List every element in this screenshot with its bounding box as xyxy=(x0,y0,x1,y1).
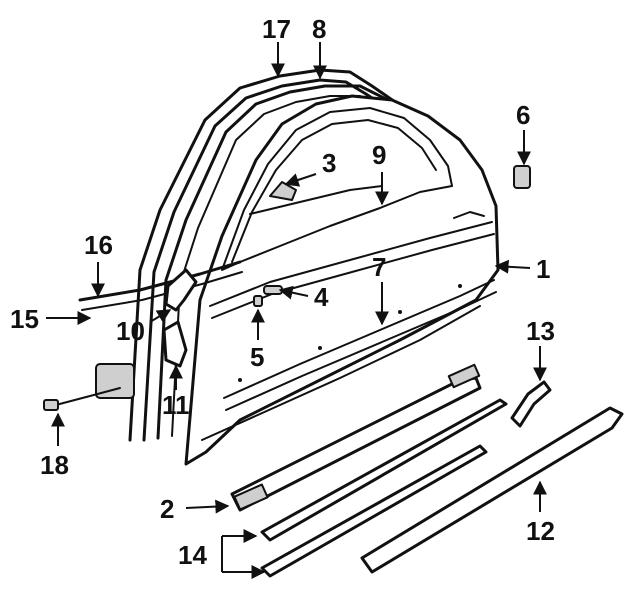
outside-handle xyxy=(263,285,283,295)
callout-11: 11 xyxy=(162,390,190,420)
door-frame-weatherstrip xyxy=(128,68,400,442)
callout-1: 1 xyxy=(536,254,550,284)
callout-15: 15 xyxy=(10,304,39,334)
callout-3: 3 xyxy=(322,148,336,178)
callout-10: 10 xyxy=(116,316,145,346)
callout-8: 8 xyxy=(312,14,326,44)
body-side-molding xyxy=(223,279,497,411)
run-channel xyxy=(78,260,242,302)
callout-13: 13 xyxy=(526,316,555,346)
window-channel xyxy=(249,185,383,215)
bracket xyxy=(513,165,531,189)
callout-18: 18 xyxy=(40,450,69,480)
fender-molding xyxy=(510,380,552,428)
front-seal-upper xyxy=(164,268,198,312)
callout-7: 7 xyxy=(372,252,386,282)
callout-14: 14 xyxy=(178,540,207,570)
callout-4: 4 xyxy=(314,282,329,312)
leader-lines xyxy=(46,42,547,579)
callout-9: 9 xyxy=(372,140,386,170)
door-check xyxy=(43,363,135,411)
callout-2: 2 xyxy=(160,494,174,524)
door-lock-cylinder xyxy=(253,295,263,307)
callout-12: 12 xyxy=(526,516,555,546)
lower-molding xyxy=(230,363,482,512)
callout-16: 16 xyxy=(84,230,113,260)
rocker-molding-upper xyxy=(260,398,508,542)
callout-17: 17 xyxy=(262,14,291,44)
rocker-molding-lower xyxy=(260,444,488,578)
callout-5: 5 xyxy=(250,342,264,372)
rocker-panel-cover xyxy=(360,406,624,574)
front-seal-lower xyxy=(162,320,188,368)
callout-6: 6 xyxy=(516,100,530,130)
door-shell xyxy=(184,94,500,466)
